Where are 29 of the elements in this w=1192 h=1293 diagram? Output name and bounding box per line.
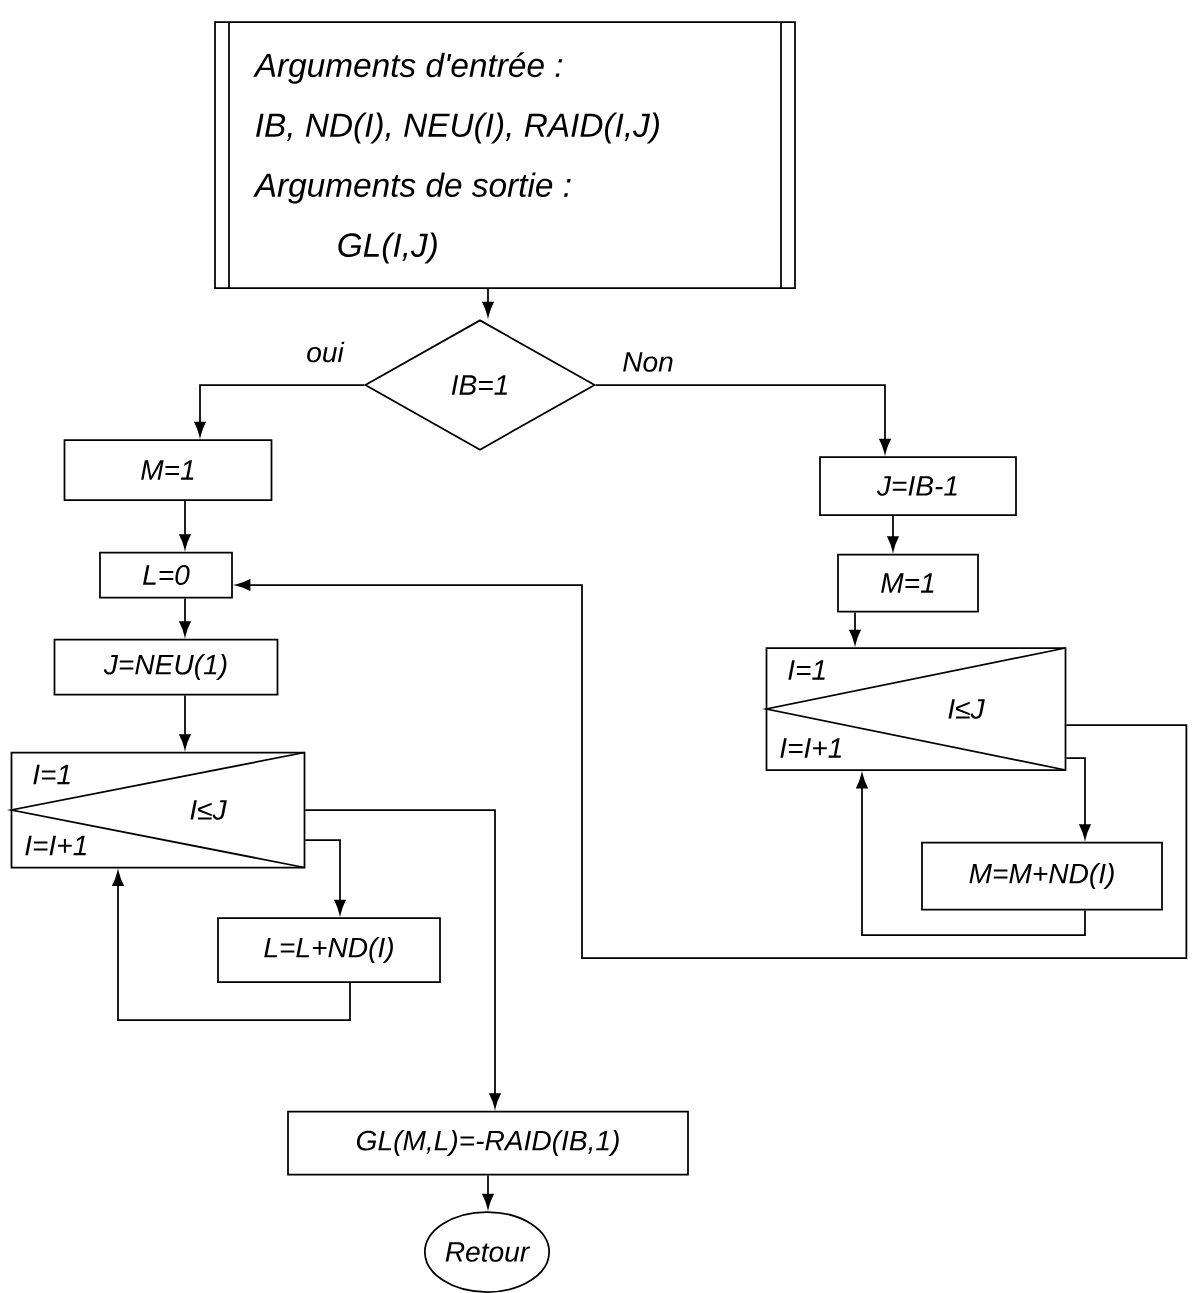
process-box: J=IB-1	[819, 456, 1017, 516]
arguments-box: Arguments d'entrée : IB, ND(I), NEU(I), RAID(I,J) Arguments de sortie : GL(I,J)	[214, 21, 796, 289]
process-box: GL(M,L)=-RAID(IB,1)	[287, 1110, 689, 1176]
arrow	[194, 384, 365, 437]
process-box: M=1	[837, 553, 979, 613]
edge-label: Non	[620, 350, 676, 374]
arrow	[482, 288, 494, 317]
arrow	[856, 773, 1086, 936]
process-box: M=M+ND(I)	[921, 841, 1163, 911]
arrow	[304, 839, 346, 915]
arrow	[849, 611, 861, 645]
arrow	[179, 597, 191, 636]
process-box: M=1	[63, 439, 273, 501]
process-box: J=NEU(1)	[53, 638, 279, 696]
loop-box: I=1 I≤J I=I+1	[6, 751, 306, 869]
arrow	[482, 1174, 494, 1209]
arrow	[179, 500, 191, 549]
arrow	[235, 579, 1188, 959]
terminal-oval: Retour	[423, 1211, 551, 1293]
arrow	[112, 871, 351, 1021]
loop-box: I=1 I≤J I=I+1	[762, 647, 1067, 771]
process-box: L=0	[99, 551, 233, 599]
arrow	[179, 694, 191, 749]
process-box: L=L+ND(I)	[217, 917, 441, 983]
arrow	[595, 384, 891, 454]
edge-label: oui	[304, 339, 346, 365]
arrow	[887, 515, 899, 551]
arrow	[304, 809, 501, 1108]
arrow	[1065, 757, 1091, 839]
